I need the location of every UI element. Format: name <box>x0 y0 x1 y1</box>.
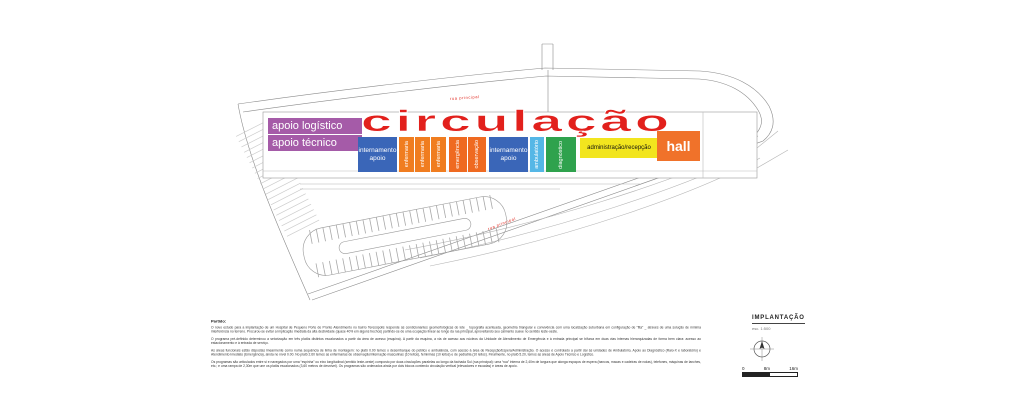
sheet-scale-note: esc. 1:500 <box>752 326 771 331</box>
block-label: diagnóstico <box>558 140 564 169</box>
block-enfermarias: enfermaria enfermaria enfermaria <box>399 137 446 172</box>
block-emergencia: emergência observação <box>449 137 486 172</box>
block-label: internamento <box>489 147 528 154</box>
block-internamento-west: internamento apoio <box>358 137 397 172</box>
ward-stripe: enfermaria <box>399 137 414 172</box>
ward-stripe-label: enfermaria <box>435 141 442 168</box>
scale-label-end: 16m <box>789 366 798 371</box>
block-label: ambulatório <box>534 140 540 169</box>
notes-paragraph: O programa pré-definido determinou a set… <box>211 337 701 346</box>
ward-stripe-label: enfermaria <box>403 141 410 168</box>
block-circulacao: circulação <box>361 106 670 138</box>
scale-label-start: 0 <box>742 366 745 371</box>
scale-bar: 0 8m 16m <box>742 366 798 377</box>
emergency-stripe: emergência <box>449 137 467 172</box>
ward-stripe-label: enfermaria <box>419 141 426 168</box>
emergency-stripe-label: observação <box>474 140 480 169</box>
block-internamento-east: internamento apoio <box>489 137 528 172</box>
circulacao-label: circulação <box>361 105 673 138</box>
block-apoio-logistico: apoio logístico <box>268 118 362 134</box>
block-label: internamento <box>358 147 397 154</box>
notes-paragraph: Os programas são articulados entre si e … <box>211 360 701 369</box>
block-apoio-tecnico: apoio técnico <box>268 135 362 151</box>
emergency-stripe: observação <box>468 137 486 172</box>
block-label: apoio <box>500 154 517 162</box>
block-label: apoio <box>369 154 386 162</box>
notes-paragraph: O novo estudo para a implantação de um H… <box>211 326 701 334</box>
emergency-stripe-label: emergência <box>455 140 461 169</box>
scale-bar-graphic <box>742 372 798 377</box>
block-hall: hall <box>657 131 700 161</box>
block-ambulatorio: ambulatório <box>530 137 544 172</box>
notes-section: Partido: O novo estudo para a implantaçã… <box>211 319 711 372</box>
block-administracao-recepcao: administração/recepção <box>580 138 658 158</box>
scale-label-mid: 8m <box>763 366 770 371</box>
north-arrow-icon <box>750 337 774 361</box>
block-diagnostico: diagnóstico <box>546 137 576 172</box>
ward-stripe: enfermaria <box>431 137 446 172</box>
sheet-title: IMPLANTAÇÃO <box>752 315 805 324</box>
notes-paragraph: As áreas funcionais estão dispostas line… <box>211 349 701 357</box>
ward-stripe: enfermaria <box>415 137 430 172</box>
notes-heading: Partido: <box>211 319 227 324</box>
